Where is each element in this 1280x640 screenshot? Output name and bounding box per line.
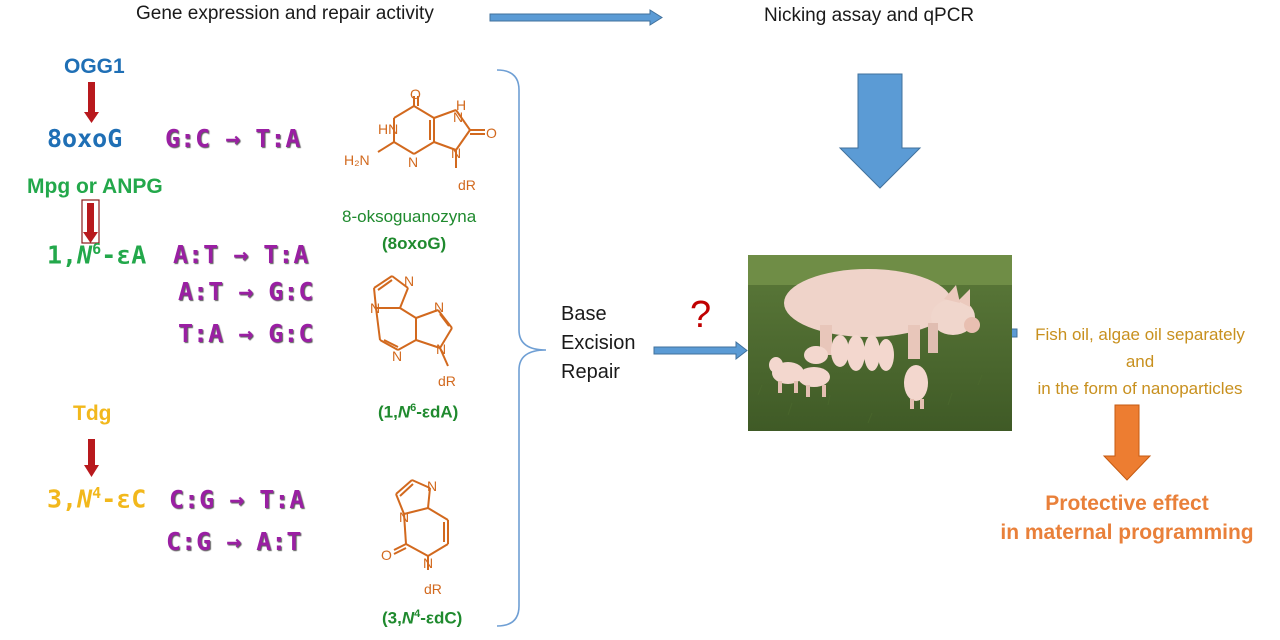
label-edc: (3,N4-εdC) bbox=[382, 608, 462, 629]
lesion-etheno-a: 1,N6-εA bbox=[47, 240, 146, 269]
mutation-ec-2: C:G → A:T bbox=[166, 527, 301, 556]
svg-text:H₂N: H₂N bbox=[344, 152, 370, 168]
question-mark: ? bbox=[690, 294, 711, 337]
sow-piglets-photo bbox=[748, 255, 1012, 431]
mutation-oxog-1: G:C → T:A bbox=[165, 124, 300, 153]
header-arrow bbox=[490, 10, 662, 25]
mutation-ea-3: T:A → G:C bbox=[178, 319, 313, 348]
svg-text:N: N bbox=[423, 555, 433, 571]
svg-text:N: N bbox=[404, 273, 414, 289]
ber-label: Base Excision Repair bbox=[561, 300, 635, 387]
ber-line-2: Excision bbox=[561, 329, 635, 358]
svg-text:dR: dR bbox=[424, 581, 442, 597]
mutation-ea-1: A:T → T:A bbox=[173, 240, 308, 269]
svg-text:HN: HN bbox=[378, 121, 398, 137]
svg-text:N: N bbox=[453, 109, 463, 125]
oil-text: Fish oil, algae oil separately and in th… bbox=[1020, 321, 1260, 402]
svg-text:dR: dR bbox=[458, 177, 476, 193]
mutation-ea-2: A:T → G:C bbox=[178, 277, 313, 306]
mutation-ec-1: C:G → T:A bbox=[169, 485, 304, 514]
svg-text:N: N bbox=[399, 509, 409, 525]
oil-line-3: in the form of nanoparticles bbox=[1020, 375, 1260, 402]
ber-line-3: Repair bbox=[561, 358, 635, 387]
lesion-8oxog: 8oxoG bbox=[47, 124, 122, 153]
enzyme-mpg: Mpg or ANPG bbox=[27, 175, 163, 199]
big-down-arrow bbox=[840, 74, 920, 188]
structure-edc: N N O N dR bbox=[366, 470, 476, 600]
svg-text:N: N bbox=[408, 154, 418, 170]
oil-line-2: and bbox=[1020, 348, 1260, 375]
outcome-arrow bbox=[1104, 405, 1150, 480]
svg-text:dR: dR bbox=[438, 373, 456, 389]
svg-text:N: N bbox=[436, 341, 446, 357]
mpg-red-arrow bbox=[82, 200, 99, 243]
svg-text:N: N bbox=[451, 145, 461, 161]
svg-text:N: N bbox=[392, 348, 402, 364]
svg-text:N: N bbox=[427, 478, 437, 494]
outcome-line-1: Protective effect bbox=[990, 489, 1264, 518]
structure-eda: N N N N N dR bbox=[356, 268, 480, 392]
oil-line-1: Fish oil, algae oil separately bbox=[1020, 321, 1260, 348]
svg-text:O: O bbox=[486, 125, 497, 141]
svg-text:O: O bbox=[410, 88, 421, 102]
svg-text:O: O bbox=[381, 547, 392, 563]
outcome-line-2: in maternal programming bbox=[990, 518, 1264, 547]
svg-text:N: N bbox=[370, 300, 380, 316]
enzyme-ogg1: OGG1 bbox=[64, 55, 125, 79]
ber-line-1: Base bbox=[561, 300, 635, 329]
tdg-red-arrow bbox=[84, 439, 99, 477]
label-8-oksoguanozyna: 8-oksoguanozyna bbox=[342, 207, 476, 227]
label-8oxog: (8oxoG) bbox=[382, 234, 446, 254]
label-eda: (1,N6-εdA) bbox=[378, 402, 458, 423]
outcome-text: Protective effect in maternal programmin… bbox=[990, 489, 1264, 547]
lesion-etheno-c: 3,N4-εC bbox=[47, 484, 146, 513]
enzyme-tdg: Tdg bbox=[73, 402, 111, 426]
ogg1-red-arrow bbox=[84, 82, 99, 123]
structure-8oxog: O HN H N N H₂N O N dR bbox=[340, 88, 520, 200]
svg-text:N: N bbox=[434, 299, 444, 315]
ber-arrow bbox=[654, 342, 747, 359]
